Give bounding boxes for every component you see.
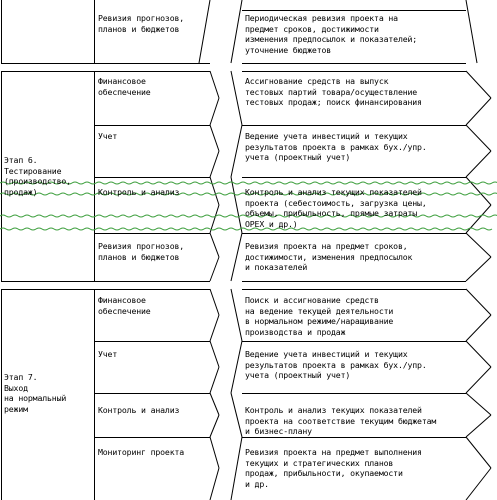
stage6-desc-finance: Ассигнование средств на выпуск тестовых …: [245, 76, 422, 107]
stage6-aspect-control: Контроль и анализ: [98, 187, 180, 197]
stage7-desc-monitoring: Ревизия проекта на предмет выполнения те…: [245, 447, 422, 489]
stage6-aspect-finance: Финансовое обеспечение: [98, 76, 151, 97]
stage7-desc-control: Контроль и анализ текущих показателей пр…: [245, 405, 437, 436]
stage6-aspect-accounting: Учет: [98, 131, 118, 141]
top-description: Периодическая ревизия проекта на предмет…: [245, 13, 418, 55]
stage6-desc-control: Контроль и анализ текущих показателей пр…: [245, 187, 427, 229]
stage7-aspect-control: Контроль и анализ: [98, 405, 180, 415]
stage7-title: Этап 7. Выход на нормальный режим: [4, 372, 67, 414]
stage6-desc-accounting: Ведение учета инвестиций и текущих резул…: [245, 131, 427, 162]
stage7-aspect-monitoring: Мониторинг проекта: [98, 447, 185, 457]
stage7-desc-finance: Поиск и ассигнование средств на ведение …: [245, 295, 394, 337]
stage7-aspect-finance: Финансовое обеспечение: [98, 295, 151, 316]
stage7-aspect-accounting: Учет: [98, 349, 118, 359]
stage6-title: Этап 6. Тестирование (производство, прод…: [4, 155, 71, 197]
top-aspect: Ревизия прогнозов, планов и бюджетов: [98, 13, 185, 34]
stage7-desc-accounting: Ведение учета инвестиций и текущих резул…: [245, 349, 427, 380]
stage6-aspect-revision: Ревизия прогнозов, планов и бюджетов: [98, 241, 185, 262]
spellcheck-underlines: [0, 181, 497, 231]
stage6-desc-revision: Ревизия проекта на предмет сроков, дости…: [245, 241, 413, 272]
